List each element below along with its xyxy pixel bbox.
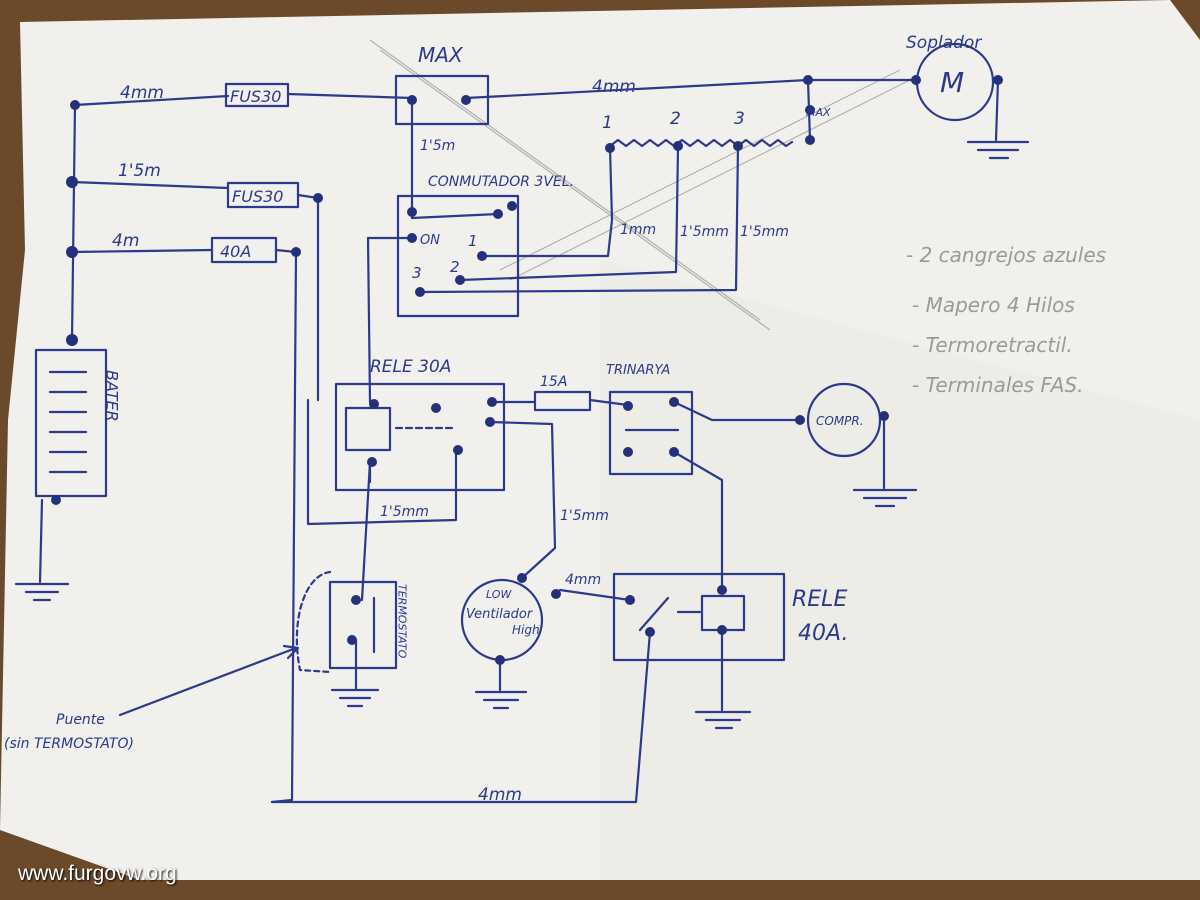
watermark: www.furgovw.org (18, 862, 177, 885)
label-ventilador-low: LOW (486, 588, 512, 601)
label-wire-15mm-a: 1'5mm (680, 224, 729, 240)
note-4: - Terminales FAS. (912, 373, 1084, 397)
pencil-strokes (369, 39, 911, 331)
label-puente-1: Puente (56, 712, 105, 728)
note-1: - 2 cangrejos azules (906, 243, 1106, 267)
label-wire-15mm-vert: 1'5m (420, 138, 455, 154)
label-pos1: 1 (602, 113, 613, 133)
labels: MAX Soplador M 4mm FUS30 4mm MAX 1 2 3 1… (4, 33, 982, 805)
commutator-box (396, 194, 520, 318)
label-soplador: Soplador (906, 33, 982, 53)
label-wire-15mm-right: 1'5mm (560, 508, 609, 524)
label-fuse-15a: 15A (540, 374, 567, 390)
label-wire-4mm-vent: 4mm (565, 572, 601, 588)
fuse-15a (533, 390, 592, 412)
label-rele30a: RELE 30A (370, 357, 451, 377)
label-wire-15mm-b: 1'5mm (740, 224, 789, 240)
label-compr: COMPR. (816, 414, 864, 428)
battery-box (34, 348, 108, 498)
trinarya-box (608, 390, 694, 476)
label-max-small: MAX (806, 106, 831, 119)
label-puente-2: (sin TERMOSTATO) (4, 736, 134, 752)
label-fuse-40a: 40A (220, 242, 251, 261)
terminals (51, 75, 1003, 665)
label-max: MAX (418, 43, 464, 67)
label-trinarya: TRINARYA (606, 363, 670, 378)
pencil-notes: - 2 cangrejos azules - Mapero 4 Hilos - … (906, 243, 1106, 397)
components (34, 42, 995, 717)
label-wire-1mm: 1mm (620, 222, 656, 238)
label-wire-4mm-mid: 4m (112, 231, 139, 251)
label-conmutador: CONMUTADOR 3VEL. (428, 174, 574, 190)
label-sw2: 2 (450, 258, 460, 276)
label-wire-4mm-top-left: 4mm (120, 83, 164, 103)
fuse-30-mid (226, 181, 300, 209)
label-wire-4mm-bottom: 4mm (478, 785, 522, 805)
label-ventilador-high: High (512, 623, 540, 637)
fuse-40a (210, 236, 278, 264)
fuse-30-top (224, 82, 290, 108)
label-fus30-top: FUS30 (230, 87, 281, 106)
max-relay-box (394, 74, 490, 126)
ground-symbols (14, 140, 1030, 730)
relay-30a-box (334, 382, 506, 492)
paper-shade (600, 260, 1200, 880)
compressor (806, 382, 882, 458)
note-3: - Termoretractil. (912, 333, 1073, 357)
label-sw1: 1 (468, 232, 478, 250)
label-termostato: TERMOSTATO (396, 584, 409, 659)
label-rele40a-1: RELE (792, 587, 847, 612)
label-wire-4mm-top-right: 4mm (592, 77, 636, 97)
label-ventilador: Ventilador (466, 607, 534, 622)
label-on: ON (420, 233, 440, 248)
label-rele40a-2: 40A. (798, 621, 848, 646)
label-motor: M (940, 66, 964, 99)
label-pos2: 2 (670, 109, 681, 129)
relay-40a-box (612, 572, 786, 662)
label-wire-15mm-left: 1'5m (118, 161, 161, 181)
label-fus30-mid: FUS30 (232, 187, 283, 206)
label-wire-15mm-rele: 1'5mm (380, 504, 429, 520)
label-bater: BATER (103, 370, 122, 422)
note-2: - Mapero 4 Hilos (912, 293, 1075, 317)
wires (70, 78, 1000, 804)
label-pos3: 3 (734, 109, 745, 129)
termostato-box (328, 580, 398, 670)
label-sw3: 3 (412, 264, 422, 282)
